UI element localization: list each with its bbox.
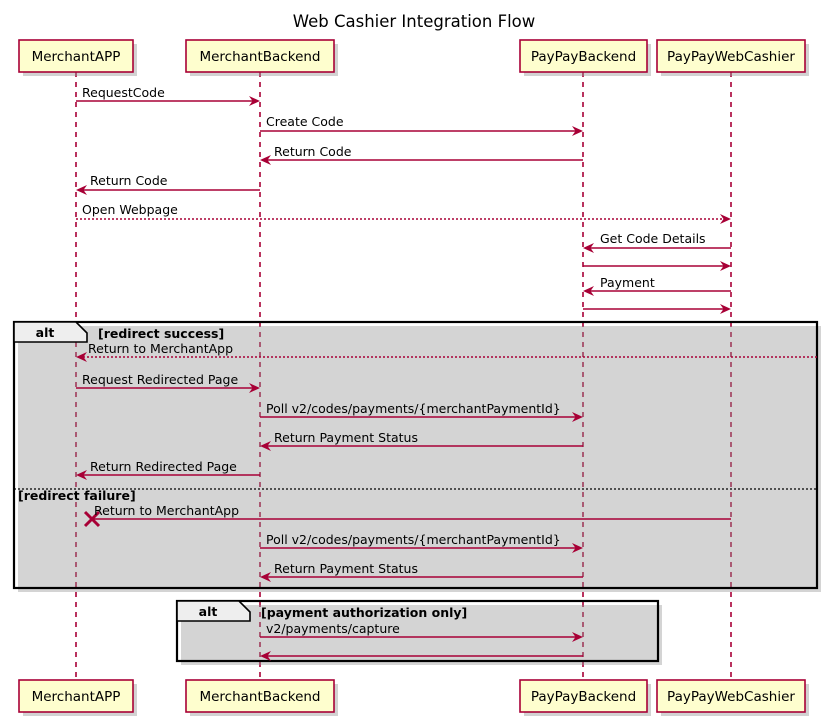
participant-label-merchant-backend-top: MerchantBackend (199, 49, 320, 65)
message-arrowhead-m7 (720, 261, 731, 271)
lost-message-x2-icon-m15 (83, 510, 101, 528)
message-arrowhead-m3 (260, 155, 271, 165)
message-arrowhead-m1 (249, 96, 260, 106)
message-label-m5: Open Webpage (82, 202, 178, 217)
participant-label-merchant-backend-bottom: MerchantBackend (199, 689, 320, 705)
message-label-m4: Return Code (90, 173, 168, 188)
participant-box-merchant-app-bottom[interactable] (18, 679, 134, 713)
lifelines (75, 72, 732, 680)
group-tab-alt-redirect (13, 321, 88, 343)
group-keyword-alt-capture: alt (199, 604, 218, 619)
message-arrowhead-m5 (720, 214, 731, 224)
group-shadow-alt-capture (181, 605, 662, 665)
participant-box-merchant-backend-bottom[interactable] (185, 679, 335, 713)
message-label-m15: Return to MerchantApp (94, 503, 239, 518)
message-arrowhead-m19 (260, 651, 271, 661)
participant-label-paypay-web-cashier-top: PayPayWebCashier (667, 49, 795, 65)
message-label-m13: Return Payment Status (274, 430, 418, 445)
group-condition-alt-redirect: [redirect success] (98, 326, 224, 341)
message-label-m8: Payment (600, 275, 655, 290)
message-label-m11: Request Redirected Page (82, 372, 238, 387)
participant-box-paypay-backend-top[interactable] (519, 39, 648, 73)
message-label-m6: Get Code Details (600, 231, 706, 246)
message-arrowhead-m13 (260, 441, 271, 451)
page-title: Web Cashier Integration Flow (293, 12, 536, 31)
group-frame-alt-capture (175, 599, 660, 663)
message-arrowhead-m4 (76, 185, 87, 195)
participant-label-paypay-backend-top: PayPayBackend (531, 49, 636, 65)
participant-label-paypay-backend-bottom: PayPayBackend (531, 689, 636, 705)
message-label-m2: Create Code (266, 114, 344, 129)
message-label-m12: Poll v2/codes/payments/{merchantPaymentI… (266, 401, 561, 416)
message-arrowhead-m14 (76, 470, 87, 480)
message-arrowhead-m16 (572, 543, 583, 553)
group-condition-alt-capture: [payment authorization only] (261, 605, 467, 620)
participant-box-paypay-web-cashier-bottom[interactable] (656, 679, 806, 713)
participant-label-paypay-web-cashier-bottom: PayPayWebCashier (667, 689, 795, 705)
message-arrowhead-m17 (260, 572, 271, 582)
group-tab-alt-capture (176, 600, 251, 622)
message-arrowhead-m9 (720, 304, 731, 314)
group-frame-alt-redirect (12, 320, 819, 590)
message-label-m16: Poll v2/codes/payments/{merchantPaymentI… (266, 532, 561, 547)
participant-box-paypay-web-cashier-top[interactable] (656, 39, 806, 73)
message-label-m17: Return Payment Status (274, 561, 418, 576)
participant-box-merchant-app-top[interactable] (18, 39, 134, 73)
group-keyword-alt-redirect: alt (36, 325, 55, 340)
group-else-condition-alt-redirect: [redirect failure] (18, 488, 136, 503)
message-label-m10: Return to MerchantApp (88, 341, 233, 356)
message-arrowhead-m6 (583, 243, 594, 253)
message-arrowhead-m8 (583, 286, 594, 296)
participants: MerchantAPPMerchantAPPMerchantBackendMer… (18, 39, 809, 716)
participant-box-paypay-backend-bottom[interactable] (519, 679, 648, 713)
participant-label-merchant-app-bottom: MerchantAPP (32, 689, 121, 705)
message-arrowhead-m12 (572, 412, 583, 422)
message-label-m18: v2/payments/capture (266, 621, 400, 636)
message-arrowhead-m11 (249, 383, 260, 393)
message-label-m3: Return Code (274, 144, 352, 159)
message-arrowhead-m18 (572, 632, 583, 642)
participant-box-merchant-backend-top[interactable] (185, 39, 335, 73)
message-label-m1: RequestCode (82, 85, 165, 100)
message-label-m14: Return Redirected Page (90, 459, 237, 474)
message-arrowhead-m10 (76, 352, 87, 362)
message-arrowhead-m2 (572, 126, 583, 136)
participant-label-merchant-app-top: MerchantAPP (32, 49, 121, 65)
